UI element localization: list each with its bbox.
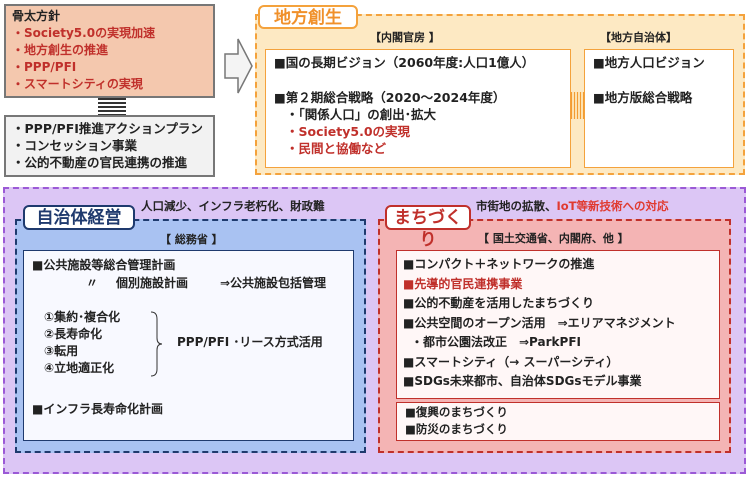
honebuto-item: ・PPP/PFI — [12, 60, 77, 74]
measures-item: ・コンセッション事業 — [12, 138, 138, 153]
local-box: ■地方人口ビジョン ■地方版総合戦略 — [584, 49, 734, 168]
measures-box: ・PPP/PFI推進アクションプラン ・コンセッション事業 ・公的不動産の官民連… — [4, 115, 215, 177]
cabinet-item: ■第２期総合戦略（2020～2024年度） — [274, 90, 506, 105]
honebuto-item: ・地方創生の推進 — [12, 43, 109, 57]
link-connector — [571, 92, 584, 119]
equal-connector — [98, 98, 126, 115]
cabinet-item: ■国の長期ビジョン（2060年度:人口1億人） — [274, 55, 535, 70]
jichitai-box: ■公共施設等総合管理計画 〃 個別施設計画 ⇒公共施設包括管理 ①集約･複合化 … — [23, 250, 354, 441]
machi-sub-item: ■復興のまちづくり — [405, 405, 508, 419]
plan2-arrow: ⇒公共施設包括管理 — [220, 276, 327, 290]
chihou-sousei-label: 地方創生 — [258, 5, 358, 29]
arrow-right-icon — [224, 38, 253, 94]
jichitai-issue: 人口減少、インフラ老朽化、財政難 — [141, 199, 325, 213]
measures-item: ・PPP/PFI推進アクションプラン — [12, 121, 203, 136]
cabinet-box: ■国の長期ビジョン（2060年度:人口1億人） ■第２期総合戦略（2020～20… — [265, 49, 571, 168]
step-item: ①集約･複合化 — [44, 310, 121, 324]
jichitai-header: 【 総務省 】 — [160, 233, 223, 246]
step-item: ②長寿命化 — [44, 327, 103, 341]
honebuto-box: 骨太方針 ・Society5.0の実現加速 ・地方創生の推進 ・PPP/PFI … — [4, 4, 215, 98]
brace-icon — [150, 311, 163, 377]
machi-label: まちづくり — [385, 205, 471, 250]
honebuto-title: 骨太方針 — [12, 9, 61, 23]
cabinet-header: 【内閣官房 】 — [370, 31, 440, 44]
plan1: ■公共施設等総合管理計画 — [32, 258, 176, 272]
machi-item: ■公共空間のオープン活用 ⇒エリアマネジメント — [403, 315, 676, 330]
steps-result: PPP/PFI ･リース方式活用 — [177, 335, 323, 349]
cabinet-item: ・「関係人口」の創出･拡大 — [286, 107, 437, 122]
machi-header: 【 国土交通省、内閣府、他 】 — [478, 232, 629, 245]
machi-box: ■コンパクト＋ネットワークの推進 ■先導的官民連携事業 ■公的不動産を活用したま… — [396, 250, 720, 399]
local-item: ■地方版総合戦略 — [593, 90, 693, 105]
measures-item: ・公的不動産の官民連携の推進 — [12, 155, 188, 170]
cabinet-item: ・民間と協働など — [286, 141, 387, 156]
local-item: ■地方人口ビジョン — [593, 55, 705, 70]
machi-issue-black: 市街地の拡散、 — [476, 199, 557, 213]
cabinet-item: ・Society5.0の実現 — [286, 124, 411, 139]
machi-issue: 市街地の拡散、IoT等新技術への対応 — [476, 198, 669, 215]
local-header: 【地方自治体】 — [600, 31, 677, 44]
machi-item: ・都市公園法改正 ⇒ParkPFI — [411, 335, 581, 349]
plan2: 個別施設計画 — [116, 276, 189, 290]
jichitai-label: 自治体経営 — [23, 205, 135, 230]
honebuto-item: ・Society5.0の実現加速 — [12, 26, 156, 40]
machi-issue-red: IoT等新技術への対応 — [556, 199, 669, 213]
machi-item: ■コンパクト＋ネットワークの推進 — [403, 257, 595, 271]
plan2-ditto: 〃 — [86, 276, 99, 290]
step-item: ④立地適正化 — [44, 361, 115, 375]
machi-item: ■公的不動産を活用したまちづくり — [403, 296, 594, 310]
machi-item: ■SDGs未来都市、自治体SDGsモデル事業 — [403, 374, 642, 388]
step-item: ③転用 — [44, 344, 79, 358]
machi-sub-item: ■防災のまちづくり — [405, 422, 508, 436]
machi-item: ■スマートシティ（→ スーパーシティ） — [403, 354, 619, 369]
plan3: ■インフラ長寿命化計画 — [32, 402, 163, 416]
machi-item: ■先導的官民連携事業 — [403, 276, 523, 291]
machi-sub-box: ■復興のまちづくり ■防災のまちづくり — [396, 402, 720, 441]
honebuto-item: ・スマートシティの実現 — [12, 77, 143, 91]
